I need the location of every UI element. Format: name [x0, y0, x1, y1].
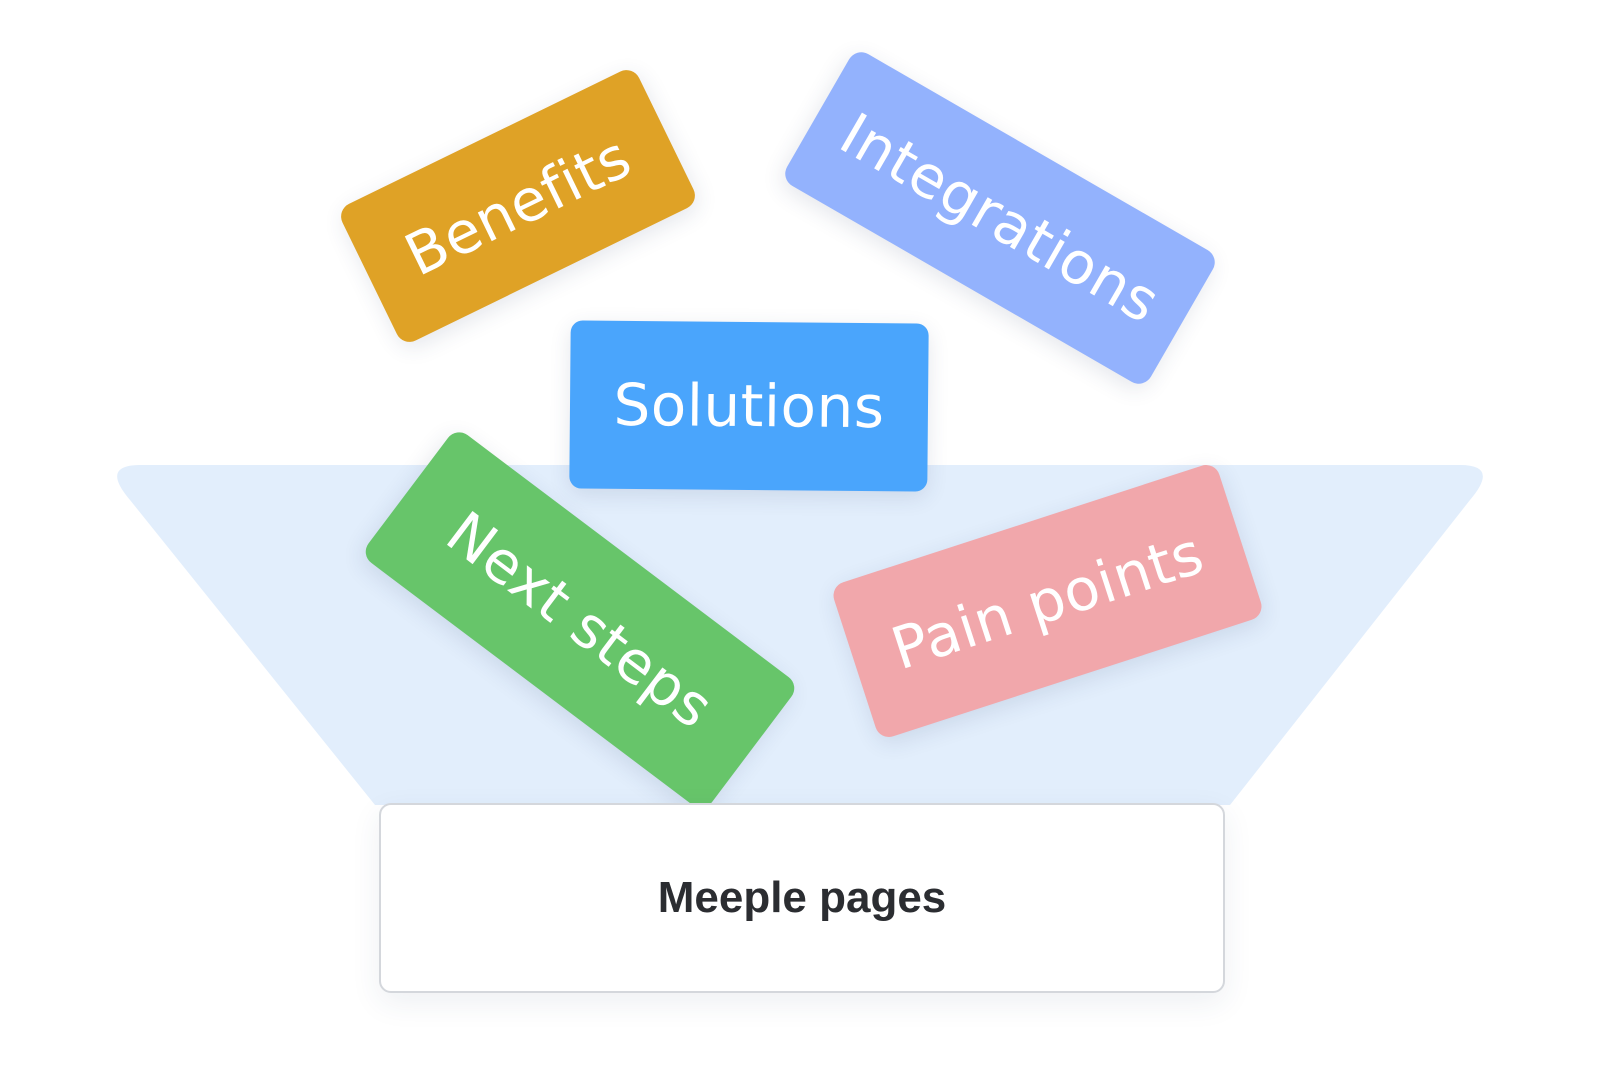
solutions-label: Solutions	[613, 370, 885, 442]
solutions-tag: Solutions	[569, 320, 929, 492]
output-label: Meeple pages	[657, 873, 947, 922]
output-box: Meeple pages	[379, 803, 1225, 993]
funnel-body	[117, 465, 1483, 805]
